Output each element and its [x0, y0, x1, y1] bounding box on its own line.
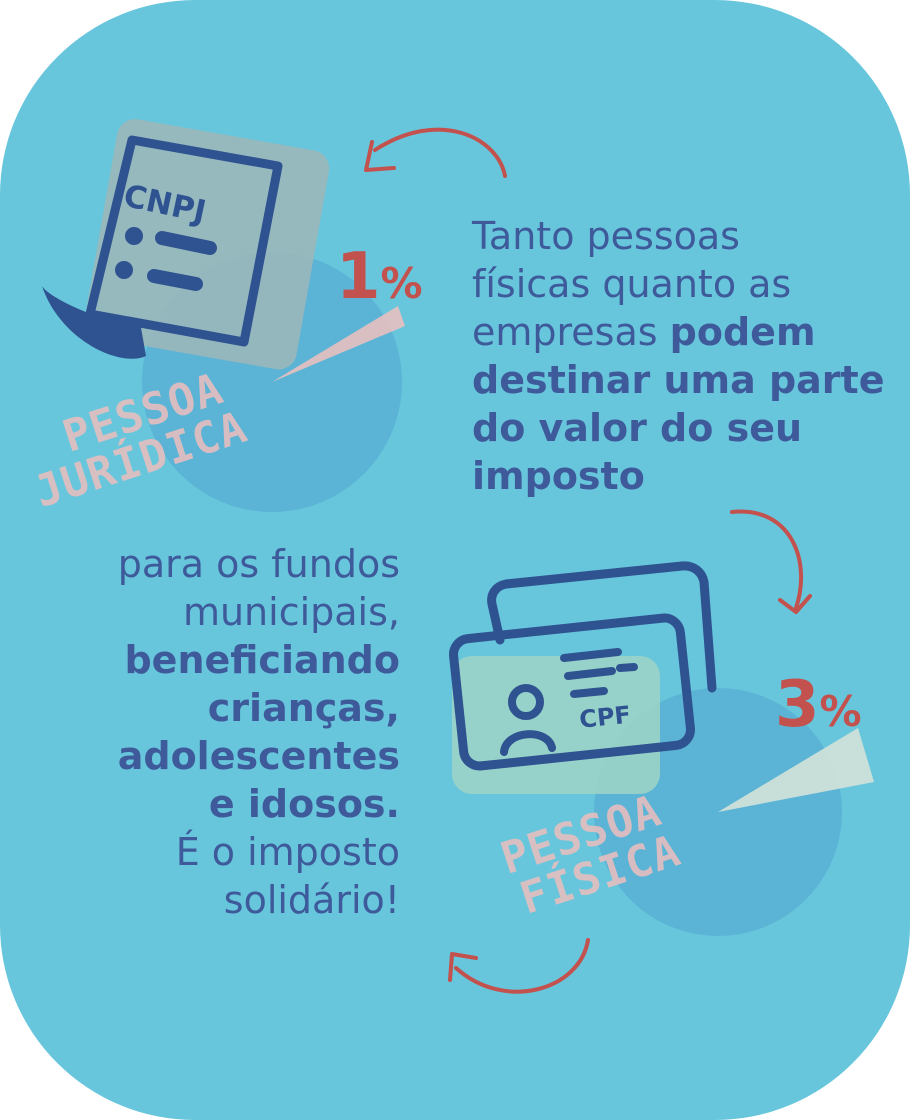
- percent-juridica: 1%: [336, 240, 423, 314]
- id-card-icon: [449, 561, 717, 794]
- percent-fisica-number: 3: [775, 668, 820, 742]
- curved-arrow-right-icon: [730, 509, 812, 614]
- paragraph-bottom-line: É o imposto: [175, 830, 400, 874]
- paragraph-top-line: imposto: [472, 454, 645, 498]
- paragraph-bottom: para os fundos municipais, beneficiando …: [40, 540, 400, 924]
- paragraph-top: Tanto pessoas físicas quanto as empresas…: [472, 212, 902, 500]
- paragraph-top-line: físicas quanto as: [472, 262, 792, 306]
- curved-arrow-top-icon: [364, 127, 507, 178]
- percent-fisica: 3%: [775, 668, 862, 742]
- paragraph-bottom-line: municipais,: [182, 590, 400, 634]
- paragraph-top-bold: podem: [669, 310, 816, 354]
- paragraph-top-line: destinar uma parte: [472, 358, 885, 402]
- paragraph-top-text: empresas: [472, 310, 670, 354]
- document-icon: [42, 119, 330, 370]
- paragraph-bottom-line: e idosos.: [208, 782, 400, 826]
- paragraph-bottom-line: para os fundos: [117, 542, 400, 586]
- paragraph-bottom-line: solidário!: [223, 878, 400, 922]
- cpf-label: CPF: [578, 700, 633, 734]
- paragraph-bottom-line: adolescentes: [117, 734, 400, 778]
- paragraph-top-line: Tanto pessoas: [472, 214, 740, 258]
- paragraph-top-line: empresas podem: [472, 308, 902, 356]
- percent-juridica-sign: %: [380, 259, 423, 308]
- paragraph-top-line: do valor do seu: [472, 406, 803, 450]
- paragraph-bottom-line: beneficiando: [124, 638, 400, 682]
- percent-juridica-number: 1: [336, 240, 381, 314]
- percent-fisica-sign: %: [819, 687, 862, 736]
- curved-arrow-bottom-icon: [448, 938, 590, 994]
- paragraph-bottom-line: crianças,: [207, 686, 400, 730]
